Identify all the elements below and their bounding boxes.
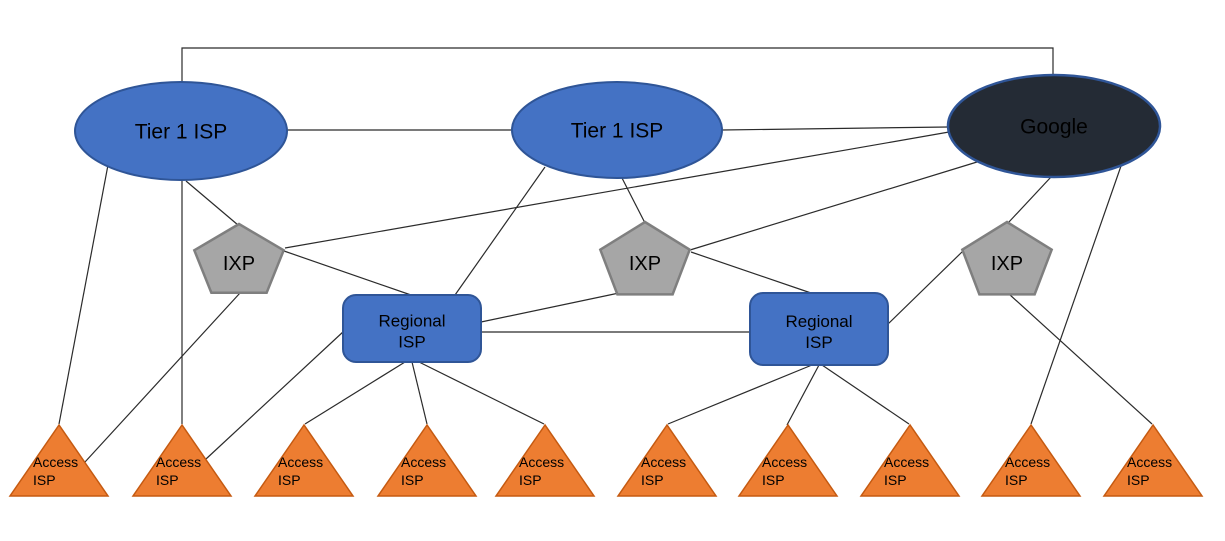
edge-ixp-left--access-isp-1 xyxy=(84,292,241,463)
label-access-isp-3-line1: Access xyxy=(278,454,323,470)
edge-ixp-right--access-isp-10 xyxy=(1008,293,1153,425)
label-tier1-isp-center: Tier 1 ISP xyxy=(571,120,664,143)
label-regional-isp-right-line1: Regional xyxy=(785,312,852,331)
edge-regional-isp-left--access-isp-5 xyxy=(418,361,545,425)
edge-regional-isp-left--access-isp-3 xyxy=(304,361,406,425)
label-access-isp-6-line2: ISP xyxy=(641,472,664,488)
edge-regional-isp-right--access-isp-7 xyxy=(786,364,820,426)
node-access-isp-2 xyxy=(131,423,233,497)
node-access-isp-3 xyxy=(253,423,355,497)
label-access-isp-4-line1: Access xyxy=(401,454,446,470)
node-google xyxy=(946,73,1162,179)
label-regional-isp-right-line2: ISP xyxy=(805,333,832,352)
label-access-isp-8-line1: Access xyxy=(884,454,929,470)
edge-google--access-isp-9 xyxy=(1030,165,1122,425)
label-access-isp-2-line2: ISP xyxy=(156,472,179,488)
edge-ixp-left--regional-isp-left xyxy=(283,250,412,296)
label-access-isp-5-line2: ISP xyxy=(519,472,542,488)
label-access-isp-1-line2: ISP xyxy=(33,472,56,488)
label-regional-isp-left-line2: ISP xyxy=(398,333,425,352)
label-access-isp-7-line2: ISP xyxy=(762,472,785,488)
node-regional-isp-left xyxy=(342,294,482,363)
node-access-isp-10 xyxy=(1102,423,1204,497)
node-access-isp-9 xyxy=(980,423,1082,497)
label-ixp-left: IXP xyxy=(223,253,255,275)
edge-tier1-isp-left--ixp-left xyxy=(185,180,239,226)
edge-regional-isp-left--access-isp-2 xyxy=(205,330,345,460)
edge-tier1-isp-center--regional-isp-left xyxy=(454,166,546,296)
label-access-isp-5-line1: Access xyxy=(519,454,564,470)
label-access-isp-10-line2: ISP xyxy=(1127,472,1150,488)
node-tier1-isp-left xyxy=(74,81,288,181)
label-access-isp-3-line2: ISP xyxy=(278,472,301,488)
node-ixp-right xyxy=(960,220,1054,296)
edge-tier1-isp-center--google xyxy=(721,126,949,131)
label-regional-isp-left-line1: Regional xyxy=(378,312,445,331)
edge-ixp-center--regional-isp-left xyxy=(480,292,620,323)
label-ixp-center: IXP xyxy=(629,253,661,275)
node-access-isp-8 xyxy=(859,423,961,497)
label-ixp-right: IXP xyxy=(991,253,1023,275)
label-google: Google xyxy=(1020,116,1088,139)
label-access-isp-4-line2: ISP xyxy=(401,472,424,488)
node-ixp-left xyxy=(192,222,286,294)
edge-google--ixp-right xyxy=(1007,176,1052,224)
label-access-isp-7-line1: Access xyxy=(762,454,807,470)
edge-regional-isp-right--access-isp-8 xyxy=(821,364,910,425)
edge-regional-isp-right--access-isp-6 xyxy=(667,364,813,425)
edge-regional-isp-right--ixp-right xyxy=(887,250,964,325)
label-access-isp-1-line1: Access xyxy=(33,454,78,470)
node-access-isp-6 xyxy=(616,423,718,497)
label-access-isp-6-line1: Access xyxy=(641,454,686,470)
node-ixp-center xyxy=(598,220,692,296)
label-access-isp-10-line1: Access xyxy=(1127,454,1172,470)
label-access-isp-2-line1: Access xyxy=(156,454,201,470)
edge-tier1-isp-left--access-isp-1 xyxy=(58,164,109,425)
node-regional-isp-right xyxy=(749,292,889,366)
node-tier1-isp-center xyxy=(511,81,723,179)
edge-tier1-isp-center--ixp-center xyxy=(621,177,646,224)
edge-tier1-isp-left--google xyxy=(181,47,1054,82)
edge-ixp-left--google xyxy=(284,131,950,249)
label-access-isp-8-line2: ISP xyxy=(884,472,907,488)
node-access-isp-7 xyxy=(737,423,839,497)
label-tier1-isp-left: Tier 1 ISP xyxy=(135,121,228,144)
edge-regional-isp-left--access-isp-4 xyxy=(411,361,428,425)
label-access-isp-9-line1: Access xyxy=(1005,454,1050,470)
node-access-isp-4 xyxy=(376,423,478,497)
node-access-isp-5 xyxy=(494,423,596,497)
node-access-isp-1 xyxy=(8,423,110,497)
edge-ixp-center--regional-isp-right xyxy=(690,251,812,294)
label-access-isp-9-line2: ISP xyxy=(1005,472,1028,488)
edge-ixp-center--google xyxy=(689,161,978,251)
